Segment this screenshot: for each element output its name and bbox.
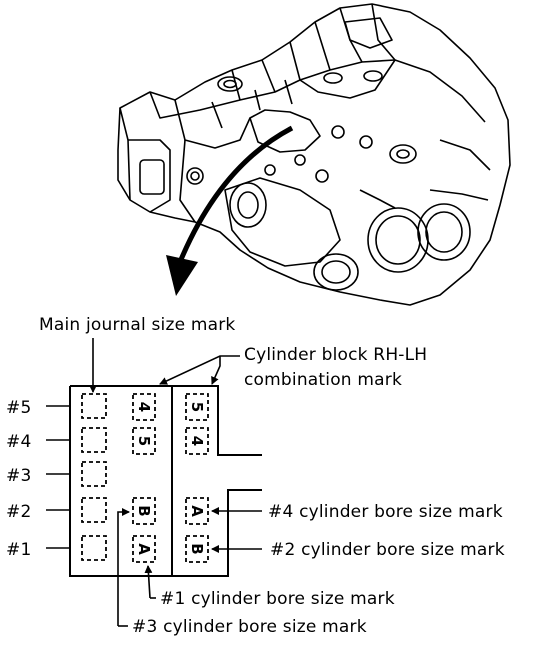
journal-mark-box-1 — [81, 535, 107, 561]
combo-mark-box-c1r2 — [132, 427, 156, 455]
combo-mark-box-c1r1 — [132, 393, 156, 421]
block-combination-label-line1: Cylinder block RH-LH — [244, 345, 428, 365]
journal-mark-boxes — [81, 393, 107, 561]
bore4-size-label: #4 cylinder bore size mark — [268, 502, 503, 522]
bore-mark-c1-top: B — [135, 505, 153, 516]
mark-characters: 4 5 5 4 B A A B — [135, 402, 206, 555]
journal-mark-box-5 — [81, 393, 107, 419]
bore-mark-box-c2-bottom — [185, 535, 209, 563]
code-mark-boxes — [132, 393, 209, 563]
bore-mark-box-c2-top — [185, 497, 209, 525]
mark-c2r2: 4 — [188, 436, 206, 446]
mark-c2r1: 5 — [188, 402, 206, 412]
mark-c1r2: 5 — [135, 436, 153, 446]
main-journal-size-label: Main journal size mark — [39, 315, 236, 335]
journal-mark-box-3 — [81, 461, 107, 487]
mark-c1r1: 4 — [135, 402, 153, 412]
bore-mark-box-c1-top — [132, 497, 156, 525]
detail-panel-outline — [69, 385, 262, 577]
bore2-size-label: #2 cylinder bore size mark — [270, 540, 505, 560]
bore-mark-c2-bottom: B — [188, 543, 206, 554]
bore1-size-label: #1 cylinder bore size mark — [160, 589, 395, 609]
combo-mark-box-c2r1 — [185, 393, 209, 421]
journal-mark-box-4 — [81, 427, 107, 453]
journal-row-label-5: #5 — [6, 398, 32, 418]
leader-lines — [46, 338, 262, 627]
engine-block-illustration — [117, 3, 511, 306]
journal-row-label-1: #1 — [6, 540, 32, 560]
journal-row-label-4: #4 — [6, 432, 32, 452]
journal-row-label-2: #2 — [6, 502, 32, 522]
bore-mark-box-c1-bottom — [132, 535, 156, 563]
journal-mark-box-2 — [81, 497, 107, 523]
journal-row-label-3: #3 — [6, 466, 32, 486]
callout-arrowhead — [166, 255, 198, 296]
block-combination-label-line2: combination mark — [244, 370, 402, 390]
bore-mark-c2-top: A — [188, 505, 206, 517]
callout-arrow — [177, 125, 294, 263]
bore-mark-c1-bottom: A — [135, 543, 153, 555]
combo-mark-box-c2r2 — [185, 427, 209, 455]
bore3-size-label: #3 cylinder bore size mark — [132, 617, 367, 637]
